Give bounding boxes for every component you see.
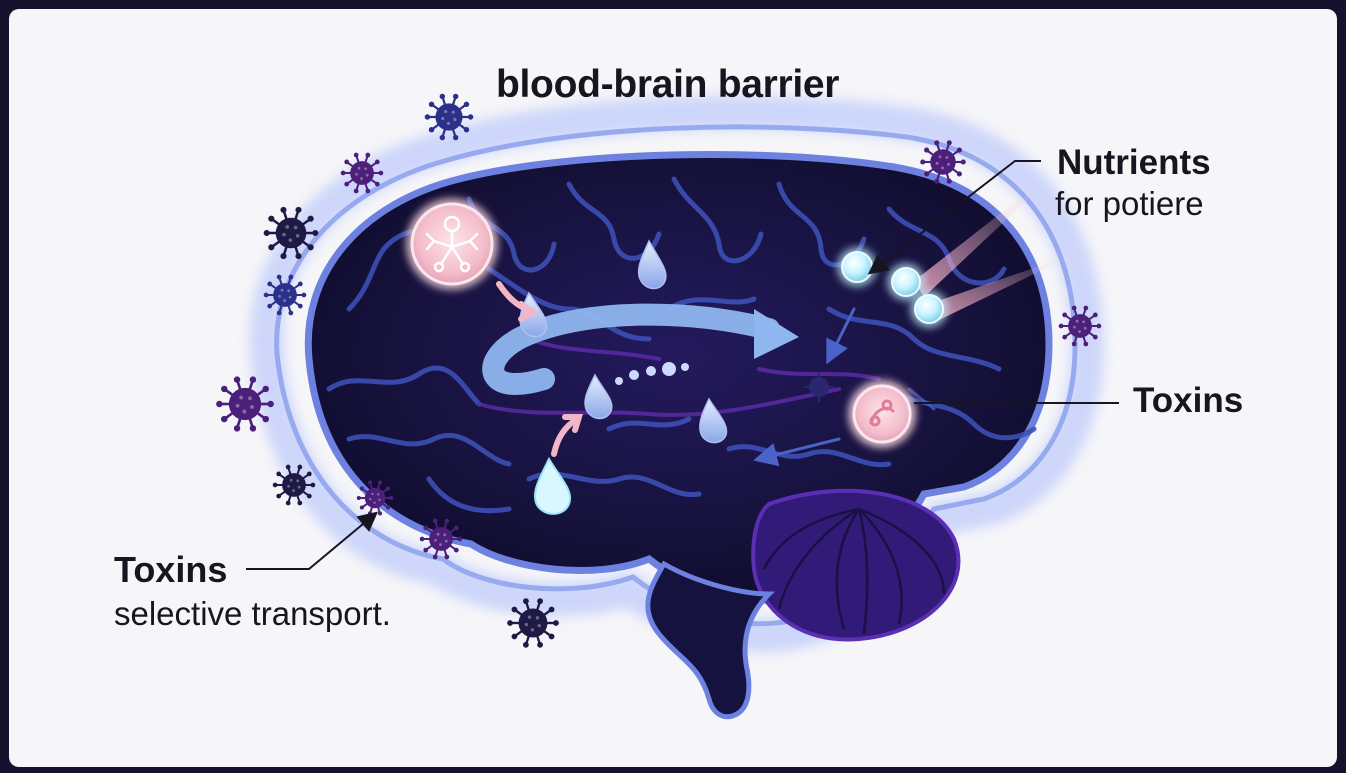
toxins-right-label: Toxins xyxy=(1133,381,1243,421)
nutrients-label: Nutrients xyxy=(1057,143,1211,183)
diagram-frame: blood-brain barrier Nutrients for potier… xyxy=(9,9,1337,767)
molecule-icon xyxy=(406,198,498,290)
cerebellum xyxy=(753,491,958,640)
bacteria-icon xyxy=(848,380,916,448)
nutrient-bubble xyxy=(892,268,920,296)
diagram-title: blood-brain barrier xyxy=(496,63,839,107)
toxins-left-label: Toxins xyxy=(114,549,227,591)
toxins-left-sublabel: selective transport. xyxy=(114,595,391,633)
nutrient-bubble xyxy=(915,295,943,323)
nutrients-sublabel: for potiere xyxy=(1055,185,1204,223)
nutrient-bubble xyxy=(842,252,872,282)
